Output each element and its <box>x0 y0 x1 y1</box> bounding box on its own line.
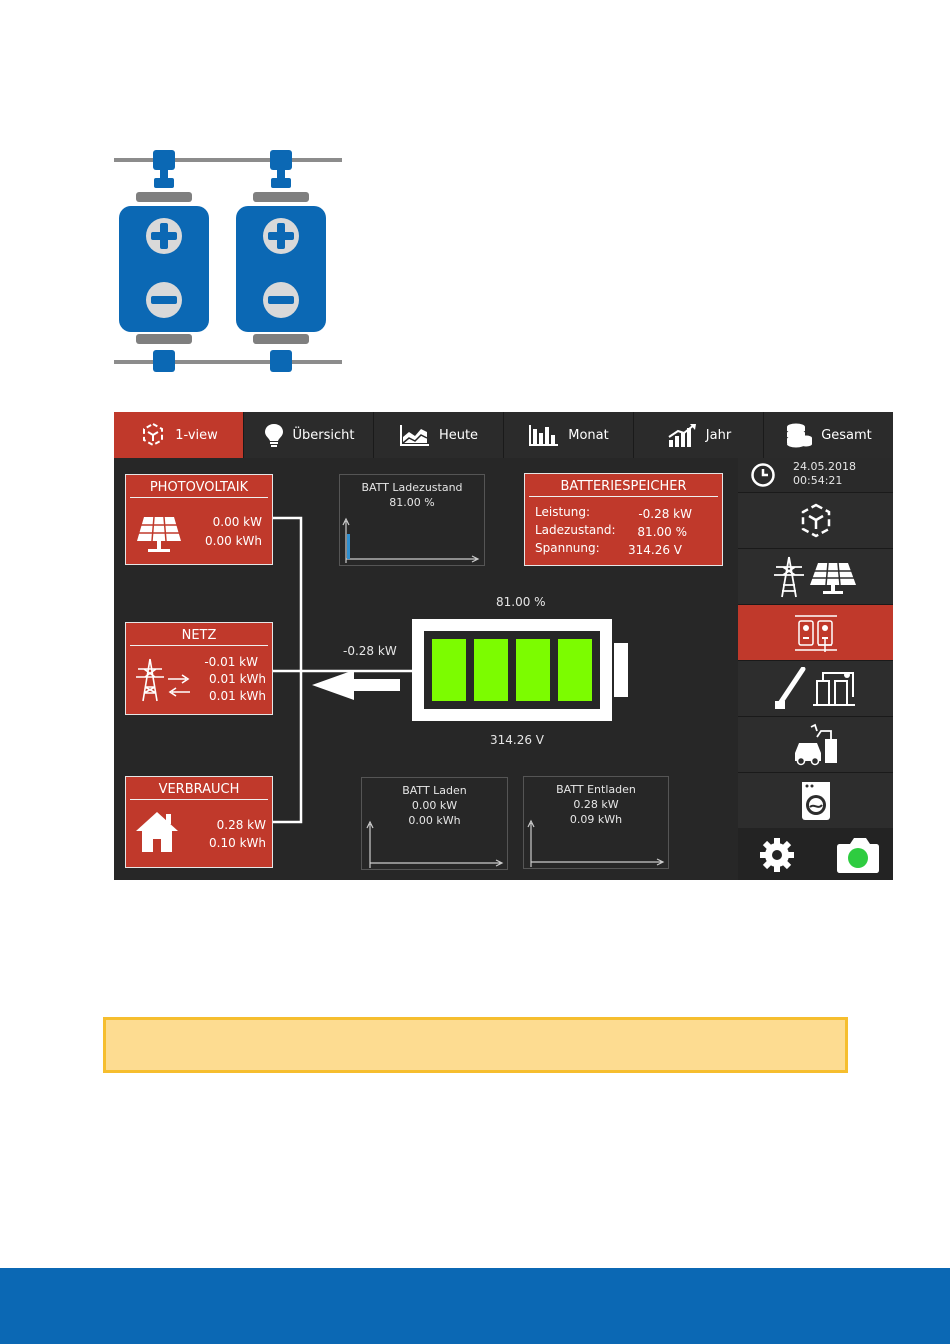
clock-time: 00:54:21 <box>793 474 843 487</box>
photovoltaik-title: PHOTOVOLTAIK <box>130 479 268 498</box>
flow-arrow-left-icon <box>312 670 400 700</box>
tab-label: 1-view <box>175 427 218 443</box>
mini-chart-title: BATT Laden <box>402 784 467 797</box>
soc-bar <box>347 534 350 559</box>
photovoltaik-panel[interactable]: PHOTOVOLTAIK 0.00 kW 0.00 kWh <box>125 474 273 565</box>
tab-label: Jahr <box>705 427 732 443</box>
tab-label: Heute <box>438 427 479 443</box>
battery-level-graphic <box>412 619 628 721</box>
ev-charger-icon <box>794 723 837 765</box>
netz-export: 0.01 kWh <box>209 689 266 703</box>
mini-chart-energy: 0.00 kWh <box>408 814 461 827</box>
netz-power: -0.01 kW <box>204 655 258 669</box>
gear-icon[interactable] <box>758 836 796 874</box>
battery-terminal <box>614 643 628 697</box>
clock-display: 24.05.2018 00:54:21 <box>738 458 893 492</box>
sidebar-item-batterie[interactable] <box>738 604 893 660</box>
mini-chart-title: BATT Entladen <box>556 783 636 796</box>
photovoltaik-power: 0.00 kW <box>212 515 262 529</box>
batt-laden-chart[interactable]: BATT Laden 0.00 kW 0.00 kWh <box>361 777 508 870</box>
batt-entladen-chart[interactable]: BATT Entladen 0.28 kW 0.09 kWh <box>523 776 669 869</box>
battery-segment <box>432 639 466 701</box>
camera-icon[interactable] <box>836 836 880 874</box>
battery-segment <box>516 639 550 701</box>
netz-import: 0.01 kWh <box>209 672 266 686</box>
power-pylon-icon <box>136 658 164 702</box>
sidebar-item-waschmaschine[interactable] <box>738 772 893 828</box>
clock-date: 24.05.2018 <box>793 460 856 473</box>
tab-monat[interactable]: Monat <box>504 412 634 458</box>
area-chart-icon <box>399 425 429 446</box>
clock-icon <box>751 463 775 487</box>
battery-storage-logo-icon <box>114 150 342 372</box>
battery-voltage-label: 314.26 V <box>490 733 545 747</box>
battery-segment <box>558 639 592 701</box>
sidebar-footer <box>738 828 893 880</box>
spannung-value: 314.26 V <box>627 543 682 557</box>
netz-panel[interactable]: NETZ -0.01 kW 0.01 kWh 0.01 kWh <box>125 622 273 715</box>
flow-lines <box>272 516 414 824</box>
verbrauch-power: 0.28 kW <box>216 818 266 832</box>
tab-gesamt[interactable]: Gesamt <box>764 412 893 458</box>
battery-soc-label: 81.00 % <box>496 595 546 609</box>
washing-machine-icon <box>801 781 830 820</box>
tab-1-view[interactable]: 1-view <box>114 412 244 458</box>
energy-dashboard-screen: 1-view Übersicht Heute Monat Jahr Gesamt <box>114 412 893 880</box>
pylon-solar-icon <box>773 556 856 597</box>
sidebar-item-e-mobilitaet[interactable] <box>738 716 893 772</box>
mini-chart-power: 0.00 kW <box>411 799 458 812</box>
growth-chart-icon <box>668 424 696 447</box>
photovoltaik-energy: 0.00 kWh <box>205 534 262 548</box>
flow-arrows-icon <box>168 674 190 697</box>
cube-icon <box>801 503 830 537</box>
mini-chart-value: 81.00 % <box>389 496 435 509</box>
ladezustand-label: Ladezustand: <box>535 523 616 537</box>
mini-chart-title: BATT Ladezustand <box>361 481 463 494</box>
mini-chart-axes <box>527 819 665 867</box>
tab-jahr[interactable]: Jahr <box>634 412 764 458</box>
tab-label: Übersicht <box>292 427 355 443</box>
coins-icon <box>787 423 813 448</box>
battery-flow-label: -0.28 kW <box>343 644 397 658</box>
leistung-label: Leistung: <box>535 505 591 519</box>
footer-bar <box>0 1268 950 1344</box>
tab-label: Monat <box>568 427 609 443</box>
mini-chart-axes <box>366 820 504 868</box>
lightbulb-icon <box>264 424 283 447</box>
house-icon <box>136 812 178 852</box>
battery-segment <box>474 639 508 701</box>
solar-panel-icon <box>137 516 181 552</box>
leistung-value: -0.28 kW <box>638 507 692 521</box>
verbrauch-panel[interactable]: VERBRAUCH 0.28 kW 0.10 kWh <box>125 776 273 868</box>
netz-title: NETZ <box>130 627 268 646</box>
tab-label: Gesamt <box>821 427 872 443</box>
tab-heute[interactable]: Heute <box>374 412 504 458</box>
cube-icon <box>143 422 164 447</box>
heater-icon <box>774 666 855 709</box>
tab-uebersicht[interactable]: Übersicht <box>244 412 374 458</box>
batt-ladezustand-chart[interactable]: BATT Ladezustand 81.00 % <box>339 474 485 566</box>
ladezustand-value: 81.00 % <box>637 525 687 539</box>
verbrauch-title: VERBRAUCH <box>130 781 268 800</box>
batteriespeicher-panel[interactable]: BATTERIESPEICHER Leistung: -0.28 kW Lade… <box>524 473 723 566</box>
tab-bar: 1-view Übersicht Heute Monat Jahr Gesamt <box>114 412 893 458</box>
mini-chart-power: 0.28 kW <box>573 798 619 811</box>
verbrauch-energy: 0.10 kWh <box>209 836 266 850</box>
mini-chart-axes <box>342 517 480 563</box>
sidebar-item-heizung[interactable] <box>738 660 893 716</box>
notice-box <box>103 1017 848 1073</box>
sidebar-item-netz-pv[interactable] <box>738 548 893 604</box>
bar-chart-icon <box>529 425 559 446</box>
sidebar-item-1-view[interactable] <box>738 492 893 548</box>
batteriespeicher-title: BATTERIESPEICHER <box>529 478 718 497</box>
mini-chart-energy: 0.09 kWh <box>569 813 623 826</box>
status-indicator <box>848 848 868 868</box>
spannung-label: Spannung: <box>535 541 600 555</box>
battery-storage-icon <box>794 614 837 652</box>
